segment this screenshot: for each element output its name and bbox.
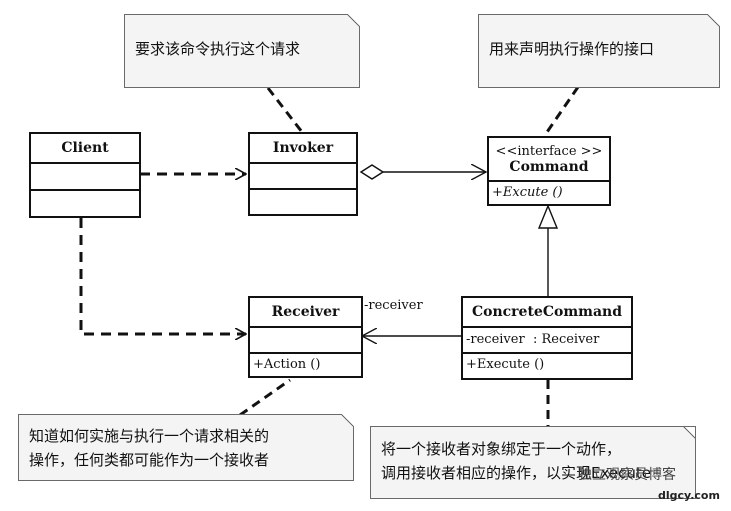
note-receiver: 知道如何实施与执行一个请求相关的 操作，任何类都可能作为一个接收者 bbox=[18, 414, 354, 481]
note-command: 用来声明执行操作的接口 bbox=[478, 14, 720, 88]
class-client-attributes bbox=[31, 164, 139, 191]
class-receiver-name: Receiver bbox=[250, 298, 361, 328]
aggregation-diamond bbox=[359, 164, 385, 180]
client-receiver-dependency bbox=[79, 218, 246, 334]
class-client-operations bbox=[31, 191, 139, 216]
class-command-stereotype: <<interface >> bbox=[495, 143, 603, 159]
note-receiver-line-1: 知道如何实施与执行一个请求相关的 bbox=[29, 427, 270, 445]
note-invoker-line-1: 要求该命令执行这个请求 bbox=[135, 40, 301, 58]
class-concrete-command-attribute: -receiver : Receiver bbox=[463, 328, 631, 354]
class-command-header: <<interface >> Command bbox=[489, 138, 609, 182]
class-invoker: Invoker bbox=[248, 132, 358, 216]
association-receiver-label: -receiver bbox=[364, 298, 423, 313]
note-invoker: 要求该命令执行这个请求 bbox=[124, 14, 360, 88]
watermark-site: dlgcy.com bbox=[658, 489, 720, 502]
note-receiver-line-2: 操作，任何类都可能作为一个接收者 bbox=[29, 451, 270, 469]
note-concrete-line-2: 调用接收者相应的操作，以实现Execute bbox=[381, 464, 651, 482]
class-receiver-attributes bbox=[250, 328, 361, 354]
class-client: Client bbox=[29, 132, 141, 218]
note-command-line-1: 用来声明执行操作的接口 bbox=[489, 40, 655, 58]
realization-triangle bbox=[537, 204, 559, 229]
anchor-receiver-note bbox=[239, 378, 291, 417]
class-invoker-attributes bbox=[250, 164, 356, 190]
class-command: <<interface >> Command +Excute () bbox=[487, 136, 611, 206]
class-client-name: Client bbox=[31, 134, 139, 164]
watermark-text: 独立观察员博客 bbox=[578, 467, 676, 483]
class-concrete-command: ConcreteCommand -receiver : Receiver +Ex… bbox=[461, 296, 633, 380]
class-invoker-name: Invoker bbox=[250, 134, 356, 164]
class-concrete-command-name: ConcreteCommand bbox=[463, 298, 631, 328]
class-invoker-operations bbox=[250, 190, 356, 214]
note-concrete-line-1: 将一个接收者对象绑定于一个动作， bbox=[381, 440, 622, 458]
note-concrete: 将一个接收者对象绑定于一个动作， 调用接收者相应的操作，以实现Execute bbox=[370, 426, 696, 499]
class-command-operation: +Excute () bbox=[492, 185, 563, 200]
class-command-name: Command bbox=[509, 158, 589, 175]
anchor-command-note bbox=[543, 86, 580, 136]
class-receiver-operation: +Action () bbox=[253, 357, 321, 372]
class-concrete-command-operation: +Execute () bbox=[466, 357, 545, 372]
anchor-invoker-note bbox=[266, 87, 304, 133]
class-receiver: Receiver +Action () bbox=[248, 296, 363, 378]
